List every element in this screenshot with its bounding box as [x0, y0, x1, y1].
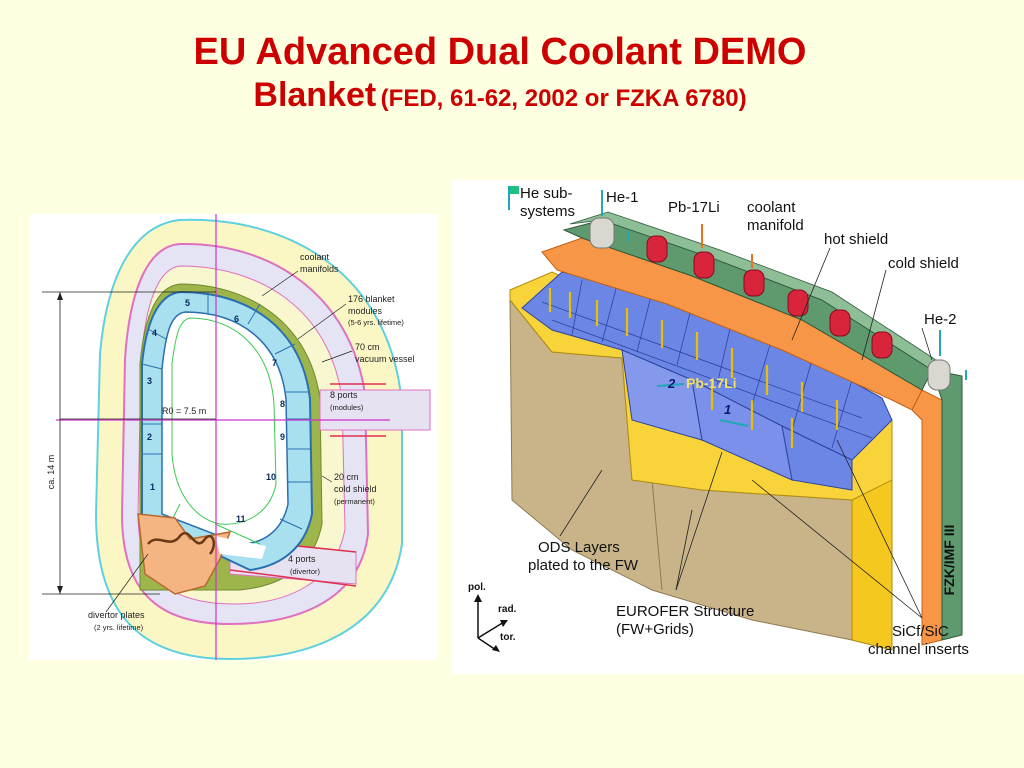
module-number-3: 3: [147, 376, 152, 386]
divertor-cassette: [137, 513, 232, 595]
module-dividers: [141, 292, 312, 530]
tokamak-cross-section-diagram: ca. 14 m R0 = 7.5 m 1 2 3 4 5 6 7 8 9 10…: [42, 214, 431, 661]
blanket-module-cutaway-diagram: FZK/IMF III He sub- systems He-1 Pb-17Li…: [468, 185, 969, 658]
he-subsystems-marker: [509, 186, 519, 194]
axis-rad-label: rad.: [498, 604, 517, 615]
divertor-plates-squiggle: [147, 532, 216, 555]
label-he1: He-1: [606, 189, 639, 206]
height-arrow-top: [57, 292, 63, 300]
label-blanket-modules-3: (5-6 yrs. lifetime): [348, 318, 404, 327]
height-label: ca. 14 m: [46, 455, 56, 490]
title-line-2: Blanket: [253, 75, 377, 114]
label-hot-shield: hot shield: [824, 231, 888, 248]
label-number-1: 1: [724, 402, 731, 417]
separatrix-leg-2: [214, 523, 261, 545]
title-line-1: EU Advanced Dual Coolant DEMO: [193, 31, 807, 73]
module-number-5: 5: [185, 298, 190, 308]
label-divertor-plates-2: (2 yrs. lifetime): [94, 623, 144, 632]
label-vacuum-vessel-2: vacuum vessel: [355, 354, 415, 364]
module-number-9: 9: [280, 432, 285, 442]
he2-pipe: [927, 359, 951, 391]
flow-arrows: [548, 288, 839, 448]
fzk-label: FZK/IMF III: [941, 525, 957, 596]
label-vacuum-vessel-1: 70 cm: [355, 342, 380, 352]
label-coolant-manifold-1: coolant: [747, 199, 796, 216]
blanket-module-cutaway-panel: FZK/IMF III He sub- systems He-1 Pb-17Li…: [452, 180, 1024, 674]
ports-divertor-line-2: [229, 569, 357, 587]
plasma-region: [161, 311, 289, 545]
module-number-1: 1: [150, 482, 155, 492]
label-ods-1: ODS Layers: [538, 539, 620, 556]
plasma-separatrix: [171, 317, 277, 525]
left-annotations: coolant manifolds 176 blanket modules (5…: [88, 252, 415, 632]
right-leader-lines: [559, 247, 933, 619]
ports-modules-channel: [319, 389, 431, 431]
label-coolant-manifolds-2: manifolds: [300, 264, 339, 274]
side-wall-yellow: [851, 479, 893, 651]
he1-pipe: [589, 217, 615, 249]
module-number-4: 4: [152, 328, 157, 338]
label-eurofer-2: (FW+Grids): [616, 621, 694, 638]
module-number-2: 2: [147, 432, 152, 442]
he-flow-arrows: [601, 190, 967, 427]
label-he2: He-2: [924, 311, 957, 328]
axis-tor-label: tor.: [500, 632, 516, 643]
module-number-labels: 1 2 3 4 5 6 7 8 9 10 11: [147, 298, 285, 524]
label-blanket-modules-1: 176 blanket: [348, 294, 395, 304]
module-number-8: 8: [280, 399, 285, 409]
label-cold-shield: cold shield: [888, 255, 959, 272]
pb17li-flow-arrows: [701, 224, 753, 268]
label-pb17li-top: Pb-17Li: [668, 199, 720, 216]
label-coolant-manifold-2: manifold: [747, 217, 804, 234]
ods-division-line: [651, 479, 663, 591]
channel-grid-lines: [541, 279, 873, 449]
divertor-pump-gap: [215, 536, 266, 559]
pb17li-pipes: [646, 235, 893, 359]
label-he-subsystems-1: He sub-: [520, 185, 573, 202]
label-pb17li-inner: Pb-17Li: [686, 375, 737, 391]
label-cold-shield-1: 20 cm: [334, 472, 359, 482]
label-ports-divertor-1: 4 ports: [288, 554, 316, 564]
module-number-11: 11: [236, 514, 246, 524]
tokamak-cross-section-panel: ca. 14 m R0 = 7.5 m 1 2 3 4 5 6 7 8 9 10…: [30, 214, 438, 661]
title-reference: (FED, 61-62, 2002 or FZKA 6780): [380, 84, 747, 112]
module-number-7: 7: [272, 358, 277, 368]
label-sic-1: SiCf/SiC: [892, 623, 949, 640]
label-he-subsystems-2: systems: [520, 203, 575, 220]
right-annotations: He sub- systems He-1 Pb-17Li coolant man…: [520, 185, 969, 658]
label-ports-modules-2: (modules): [330, 403, 364, 412]
label-eurofer-1: EUROFER Structure: [616, 603, 754, 620]
leader-lines: [105, 270, 353, 613]
label-sic-2: channel inserts: [868, 641, 969, 658]
axis-triad: pol. rad. tor.: [468, 582, 517, 652]
axis-pol-label: pol.: [468, 582, 486, 593]
slide-title: EU Advanced Dual Coolant DEMO Blanket (F…: [0, 30, 1000, 115]
module-number-6: 6: [234, 314, 239, 324]
radius-label: R0 = 7.5 m: [162, 406, 206, 416]
label-ports-modules-1: 8 ports: [330, 390, 358, 400]
label-coolant-manifolds-1: coolant: [300, 252, 330, 262]
label-divertor-plates-1: divertor plates: [88, 610, 145, 620]
module-number-10: 10: [266, 472, 276, 482]
label-cold-shield-2: cold shield: [334, 484, 377, 494]
label-number-2: 2: [667, 376, 676, 391]
label-ports-divertor-2: (divertor): [290, 567, 321, 576]
height-arrow-bottom: [57, 586, 63, 594]
label-cold-shield-3: (permanent): [334, 497, 375, 506]
blue-channel-lower-right: [781, 425, 853, 491]
label-ods-2: plated to the FW: [528, 557, 639, 574]
label-blanket-modules-2: modules: [348, 306, 383, 316]
